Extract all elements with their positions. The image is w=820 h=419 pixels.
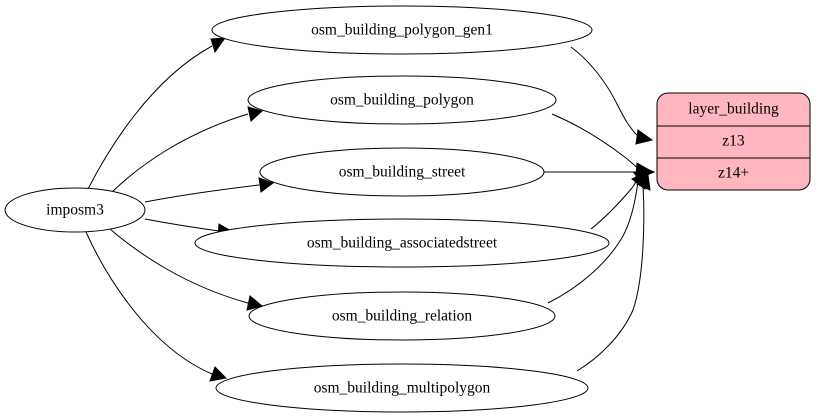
- node-osm_building_multipolygon[interactable]: osm_building_multipolygon: [215, 363, 589, 413]
- node-label-osm_building_polygon_gen1: osm_building_polygon_gen1: [311, 22, 493, 39]
- edge-path: [551, 113, 640, 170]
- node-shape-ellipse[interactable]: [211, 5, 593, 55]
- edge-imposm3-to-osm_building_relation: [109, 228, 264, 311]
- arrowhead-icon: [210, 37, 227, 54]
- node-shape-ellipse[interactable]: [194, 218, 610, 268]
- edge-osm_building_multipolygon-to-layer_building-z14plus: [576, 174, 651, 372]
- node-osm_building_polygon[interactable]: osm_building_polygon: [247, 75, 557, 125]
- node-osm_building_polygon_gen1[interactable]: osm_building_polygon_gen1: [211, 5, 593, 55]
- node-label-osm_building_polygon: osm_building_polygon: [330, 92, 474, 109]
- node-osm_building_street[interactable]: osm_building_street: [259, 147, 545, 197]
- node-label-osm_building_relation: osm_building_relation: [332, 308, 473, 325]
- node-osm_building_relation[interactable]: osm_building_relation: [248, 291, 556, 341]
- edge-path: [576, 185, 645, 372]
- node-shape-ellipse[interactable]: [4, 187, 146, 233]
- edge-imposm3-to-osm_building_multipolygon: [85, 231, 228, 382]
- edge-path: [85, 231, 213, 375]
- edge-group-source-to-tables: [85, 37, 275, 382]
- edge-path: [144, 218, 220, 232]
- node-osm_building_associatedstreet[interactable]: osm_building_associatedstreet: [194, 218, 610, 268]
- node-shape-ellipse[interactable]: [248, 291, 556, 341]
- edge-group-tables-to-layer: [544, 46, 656, 372]
- edge-path: [111, 113, 249, 193]
- record-row-layer-name: layer_building: [688, 101, 779, 118]
- node-label-osm_building_street: osm_building_street: [339, 164, 466, 181]
- edge-path: [109, 228, 249, 304]
- edge-osm_building_polygon_gen1-to-layer_building-z13: [570, 46, 654, 145]
- arrowhead-icon: [636, 174, 651, 191]
- arrowhead-icon: [258, 177, 275, 193]
- arrowhead-icon: [635, 129, 654, 145]
- arrowhead-icon: [247, 106, 264, 122]
- arrowhead-icon: [209, 366, 228, 382]
- arrowhead-icon: [246, 295, 264, 311]
- node-label-imposm3: imposm3: [46, 202, 104, 219]
- edge-imposm3-to-osm_building_polygon: [111, 106, 264, 193]
- edge-imposm3-to-osm_building_polygon_gen1: [87, 37, 227, 190]
- node-label-osm_building_associatedstreet: osm_building_associatedstreet: [307, 235, 498, 252]
- record-row-zoom-z13[interactable]: z13: [722, 133, 745, 150]
- edge-path: [590, 175, 640, 230]
- node-layer_building[interactable]: layer_building z13 z14+: [656, 92, 811, 191]
- node-shape-ellipse[interactable]: [259, 147, 545, 197]
- edge-path: [144, 184, 260, 203]
- record-shape-rounded-rect[interactable]: [656, 92, 811, 191]
- node-imposm3[interactable]: imposm3: [4, 187, 146, 233]
- edge-osm_building_polygon-to-layer_building-z14plus: [551, 113, 653, 178]
- node-label-osm_building_multipolygon: osm_building_multipolygon: [314, 380, 491, 397]
- record-row-zoom-z14plus[interactable]: z14+: [718, 165, 749, 182]
- edge-path: [547, 180, 639, 304]
- node-shape-ellipse[interactable]: [247, 75, 557, 125]
- node-shape-ellipse[interactable]: [215, 363, 589, 413]
- edge-path: [87, 45, 213, 190]
- edge-imposm3-to-osm_building_street: [144, 177, 275, 203]
- edge-path: [570, 46, 640, 138]
